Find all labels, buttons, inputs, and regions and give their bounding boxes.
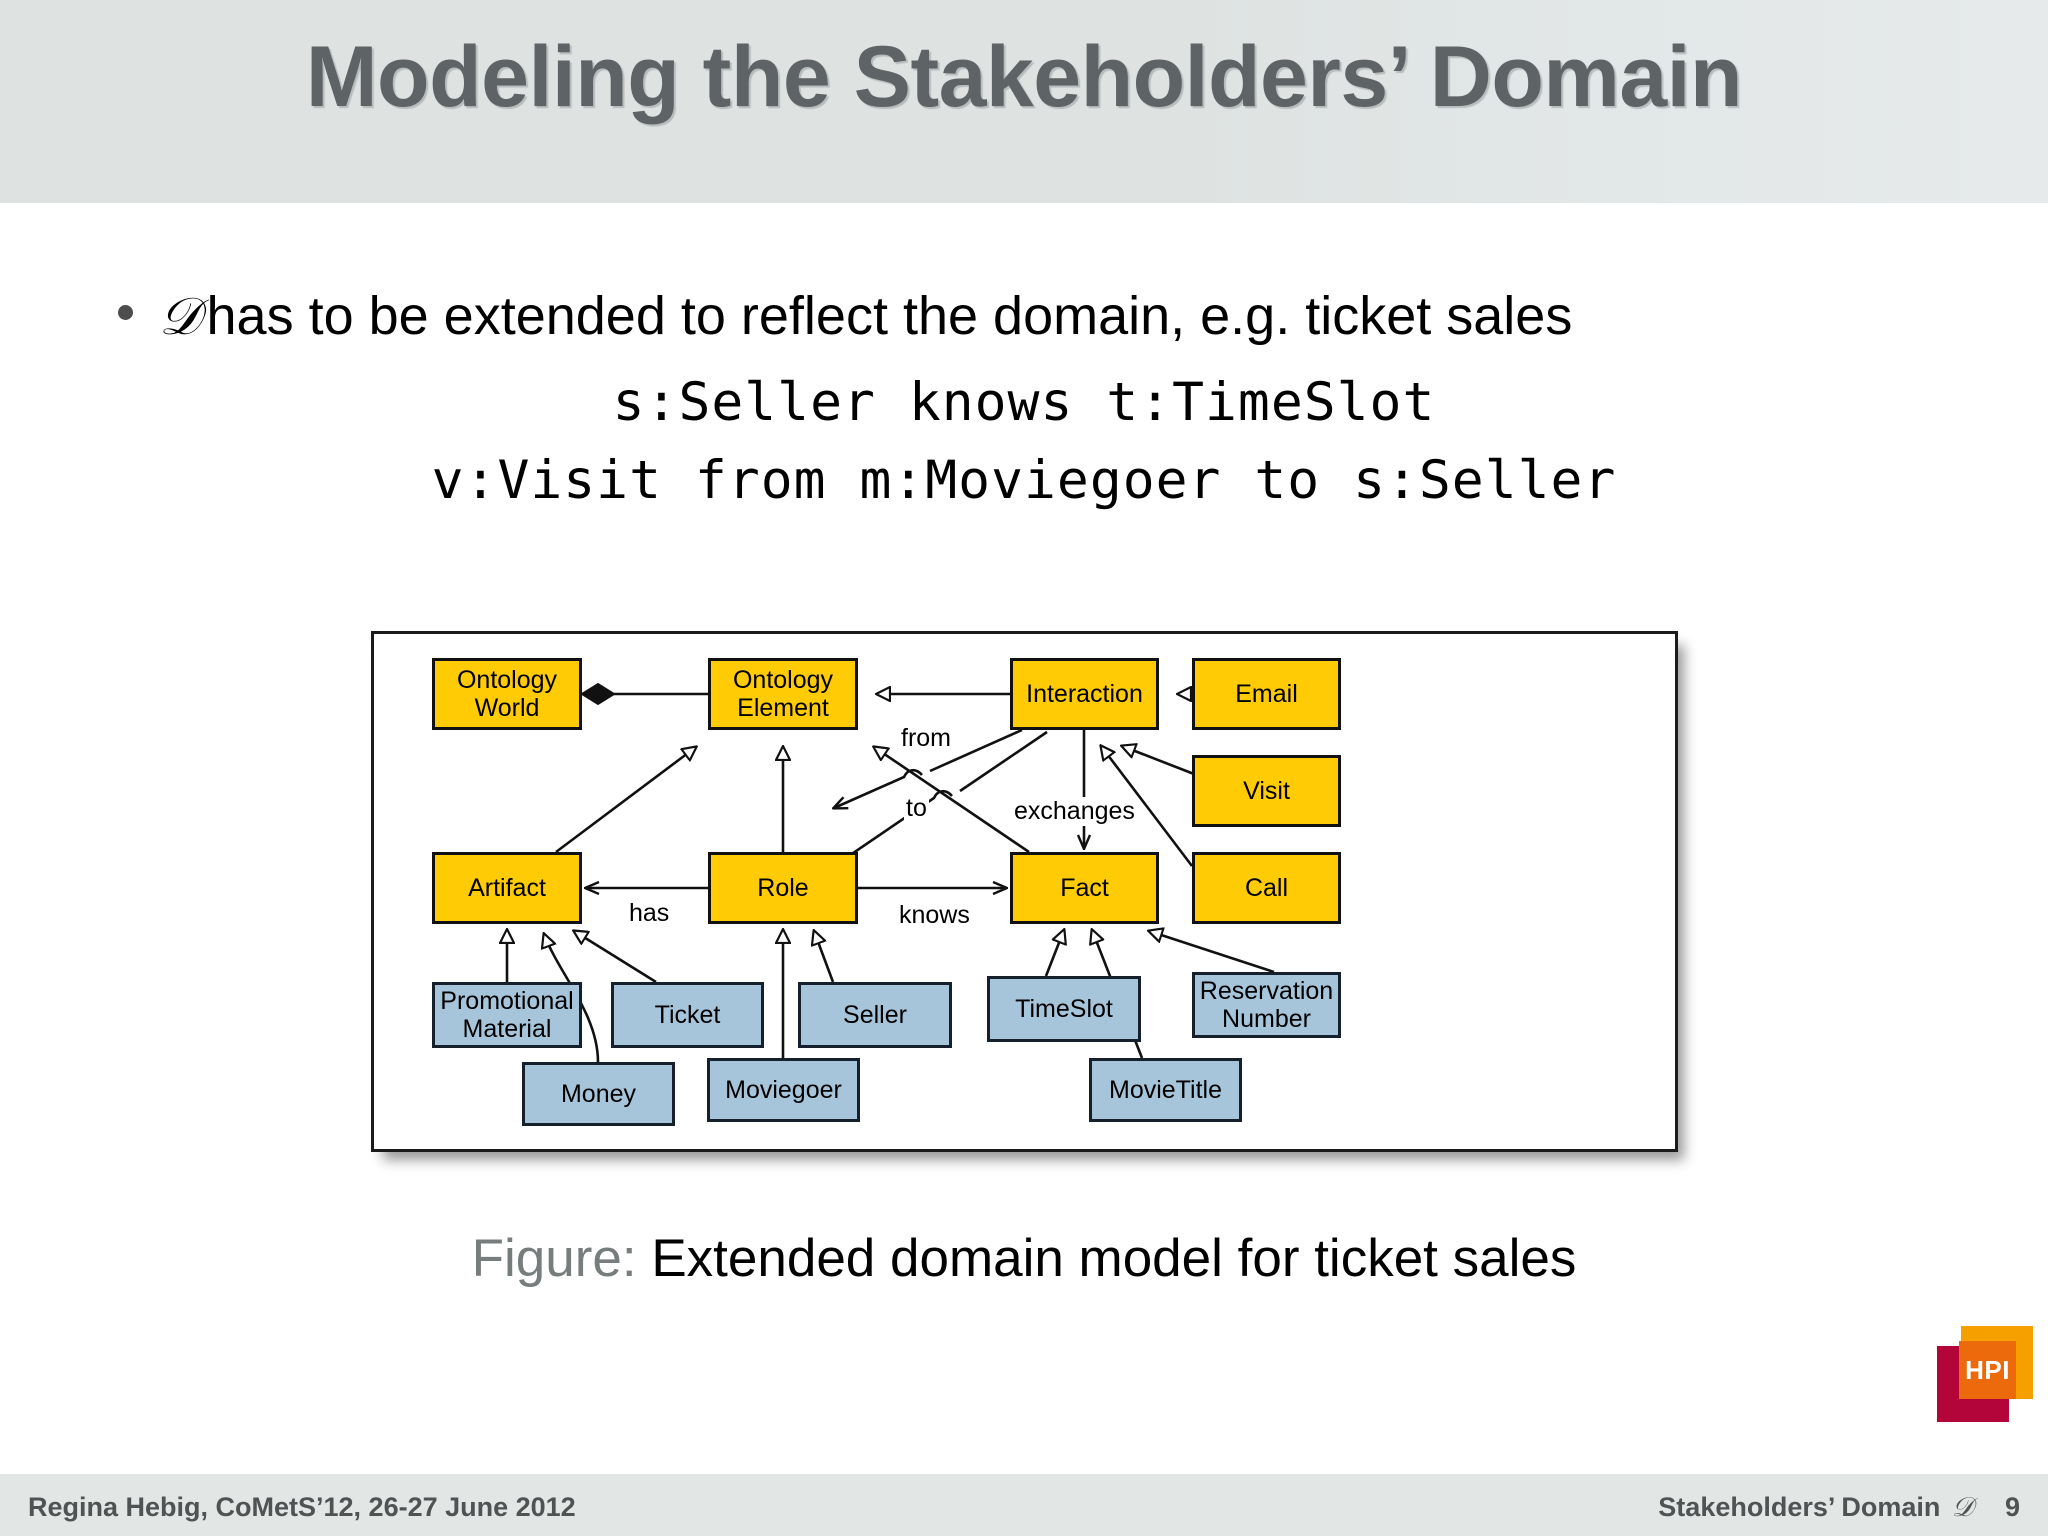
diagram-node-seller[interactable]: Seller xyxy=(798,982,952,1048)
hpi-logo-orange-square: HPI xyxy=(1959,1341,2016,1399)
bullet-dot-icon xyxy=(118,305,133,320)
figure-caption-text: Extended domain model for ticket sales xyxy=(651,1229,1577,1288)
diagram-node-interaction[interactable]: Interaction xyxy=(1010,658,1159,730)
diagram-node-label: Interaction xyxy=(1026,680,1143,708)
diagram-node-label: Email xyxy=(1235,680,1298,708)
diagram-edge-label-from: from xyxy=(899,724,953,753)
footer-section-text: Stakeholders’ Domain xyxy=(1658,1492,1941,1522)
domain-symbol: 𝒟 xyxy=(159,287,201,347)
figure-label: Figure: xyxy=(471,1229,637,1288)
diagram-edge-label-knows: knows xyxy=(897,901,972,930)
diagram-node-label: TimeSlot xyxy=(1015,995,1113,1023)
diagram-node-movietitle[interactable]: MovieTitle xyxy=(1089,1058,1242,1122)
diagram-node-label: Call xyxy=(1244,874,1289,902)
diagram-edges xyxy=(374,682,1275,1063)
diagram-node-money[interactable]: Money xyxy=(522,1062,675,1126)
diagram-node-label: Moviegoer xyxy=(725,1076,842,1104)
code-line-1: s:Seller knows t:TimeSlot xyxy=(612,372,1436,433)
figure-caption: Figure: Extended domain model for ticket… xyxy=(0,1228,2048,1289)
hpi-logo: HPI xyxy=(1937,1326,2033,1422)
diagram-node-call[interactable]: Call xyxy=(1192,852,1341,924)
title-bar: Modeling the Stakeholders’ Domain xyxy=(0,0,2048,203)
footer-section: Stakeholders’ Domain 𝒟 9 xyxy=(1658,1492,2020,1524)
diagram-node-label: Visit xyxy=(1243,777,1290,805)
diagram-node-email[interactable]: Email xyxy=(1192,658,1341,730)
diagram-edge-label-to: to xyxy=(904,794,929,823)
code-line-2: v:Visit from m:Moviegoer to s:Seller xyxy=(431,450,1617,511)
bullet-text: has to be extended to reflect the domain… xyxy=(206,286,1573,346)
diagram-edge-label-has: has xyxy=(627,899,672,928)
diagram-edge-label-exchanges: exchanges xyxy=(1012,797,1137,826)
diagram-node-label: Money xyxy=(560,1080,637,1108)
diagram-node-label: Role xyxy=(757,874,809,902)
diagram-node-label: Seller xyxy=(843,1001,907,1029)
bullet-item: 𝒟 has to be extended to reflect the doma… xyxy=(118,285,1572,348)
diagram-node-label: Artifact xyxy=(468,874,546,902)
diagram-node-label: Ticket xyxy=(654,1001,721,1029)
diagram-node-label: Fact xyxy=(1060,874,1109,902)
page-number: 9 xyxy=(2004,1492,2020,1522)
diagram-node-fact[interactable]: Fact xyxy=(1010,852,1159,924)
footer-domain-symbol: 𝒟 xyxy=(1951,1492,1974,1523)
diagram-node-visit[interactable]: Visit xyxy=(1192,755,1341,827)
diagram-node-role[interactable]: Role xyxy=(708,852,858,924)
diagram-node-artifact[interactable]: Artifact xyxy=(432,852,582,924)
page-title: Modeling the Stakeholders’ Domain xyxy=(305,29,1743,125)
diagram-node-label: MovieTitle xyxy=(1109,1076,1222,1104)
footer-author: Regina Hebig, CoMetS’12, 26-27 June 2012 xyxy=(28,1492,576,1522)
diagram-node-timeslot[interactable]: TimeSlot xyxy=(987,976,1141,1042)
hpi-logo-text: HPI xyxy=(1965,1354,2010,1385)
diagram-node-moviegoer[interactable]: Moviegoer xyxy=(707,1058,860,1122)
diagram-node-ticket[interactable]: Ticket xyxy=(611,982,764,1048)
footer-bar xyxy=(0,1474,2048,1536)
